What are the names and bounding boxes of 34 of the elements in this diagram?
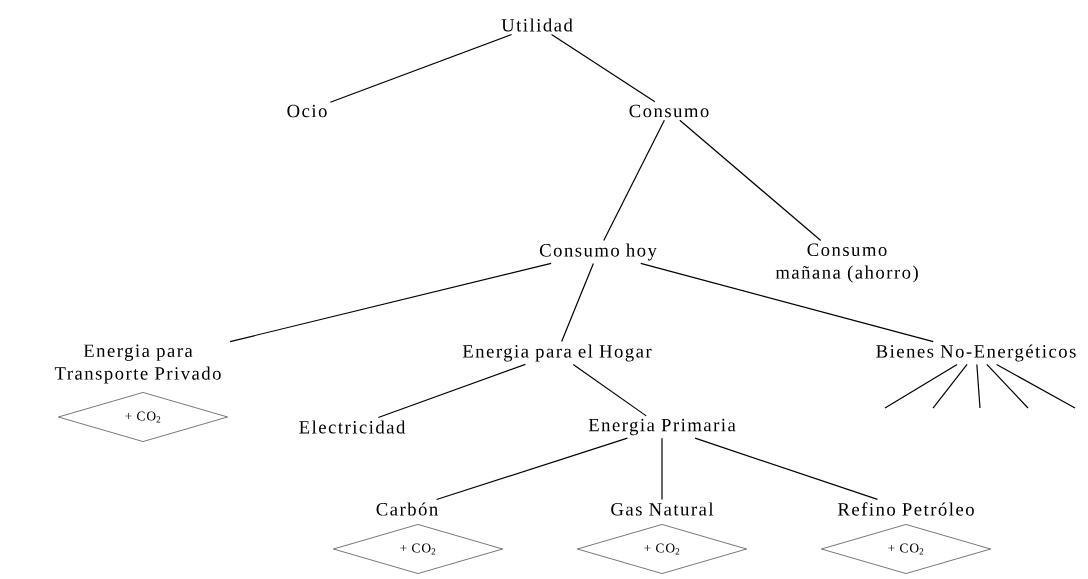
tree-line xyxy=(996,363,1076,409)
tree-line xyxy=(572,363,647,417)
tree-line xyxy=(976,363,981,409)
node-label: Consumo mañana (ahorro) xyxy=(775,243,918,283)
node-label: Energia para el Hogar xyxy=(462,344,652,362)
tree-line xyxy=(661,437,663,501)
tree-line xyxy=(986,363,1029,409)
tree-line xyxy=(435,437,628,501)
diamond-box: + CO$_{2}$ xyxy=(58,392,228,442)
node-label: Gas Natural xyxy=(611,502,714,516)
node-label: Carbón xyxy=(376,502,438,516)
tree-line xyxy=(884,363,958,409)
diamond-box: + CO$_{2}$ xyxy=(577,524,747,574)
tree-line xyxy=(679,119,822,242)
node-label: Electricidad xyxy=(299,420,406,434)
tree-line xyxy=(329,33,513,103)
tree-line xyxy=(229,262,552,343)
tree-line xyxy=(640,262,934,343)
tree-line xyxy=(561,262,594,343)
tree-line xyxy=(932,363,968,409)
node-label: Consumo xyxy=(629,104,709,118)
node-label: Bienes No-Energéticos xyxy=(876,344,1076,362)
diamond-box: + CO$_{2}$ xyxy=(821,524,991,574)
node-label: Ocio xyxy=(287,104,327,118)
node-label: Energia para Transporte Privado xyxy=(54,344,221,384)
tree-line xyxy=(551,33,656,103)
tree-line xyxy=(377,363,526,419)
diamond-box: + CO$_{2}$ xyxy=(333,524,503,574)
node-label: Consumo hoy xyxy=(539,243,657,261)
tree-line xyxy=(694,437,879,500)
node-label: Energia Primaria xyxy=(588,418,736,436)
tree-line xyxy=(603,119,665,242)
node-label: Utilidad xyxy=(501,18,573,32)
node-label: Refino Petróleo xyxy=(838,502,974,516)
